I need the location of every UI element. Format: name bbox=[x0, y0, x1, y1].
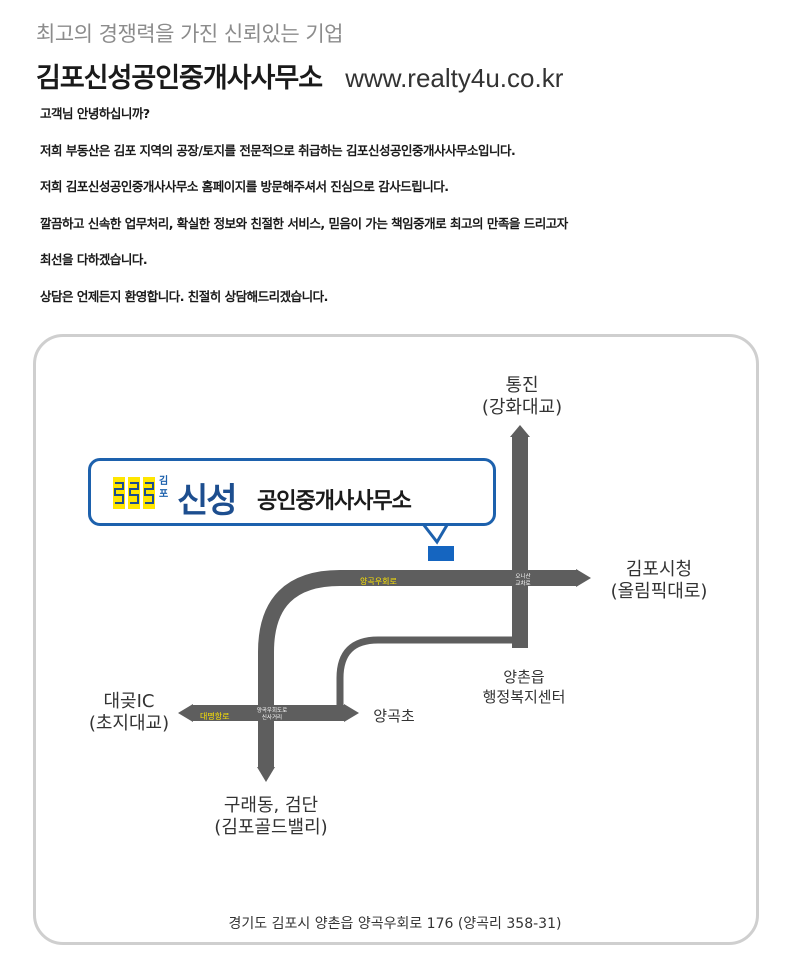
sign-brand-sub: 공인중개사사무소 bbox=[257, 489, 412, 514]
office-marker bbox=[428, 546, 454, 561]
intro-line: 깔끔하고 신속한 업무처리, 확실한 정보와 친절한 서비스, 믿음이 가는 책… bbox=[40, 215, 568, 231]
arrow-north bbox=[510, 425, 530, 437]
arrow-east-school bbox=[344, 704, 359, 722]
label-gurae-geomdan: 구래동, 검단 (김포골드밸리) bbox=[214, 795, 328, 838]
sign-small-name: 김포 bbox=[159, 476, 169, 500]
intro-line: 상담은 언제든지 환영합니다. 친절히 상담해드리겠습니다. bbox=[40, 288, 328, 304]
sign-box: 김포 신성 공인중개사사무소 bbox=[88, 458, 496, 526]
sign-brand: 신성 bbox=[177, 481, 238, 521]
label-gimpo-cityhall: 김포시청 (올림픽대로) bbox=[610, 559, 708, 602]
road-network bbox=[178, 425, 591, 782]
address: 경기도 김포시 양촌읍 양곡우회로 176 (양곡리 358-31) bbox=[228, 916, 562, 932]
company-name: 김포신성공인중개사사무소 bbox=[36, 63, 323, 94]
road-label-junction: 양곡우회도로 신사거리 bbox=[256, 708, 288, 721]
road-label-onisan: 오니산 교차로 bbox=[515, 574, 531, 587]
headline: 김포신성공인중개사사무소 www.realty4u.co.kr bbox=[36, 56, 563, 95]
intro-line: 고객님 안녕하십니까? bbox=[40, 106, 150, 121]
intro-line: 저희 김포신성공인중개사사무소 홈페이지를 방문해주셔서 진심으로 감사드립니다… bbox=[40, 179, 449, 194]
road-connector bbox=[336, 636, 520, 713]
road-label-daemyeong: 대명항로 bbox=[200, 712, 230, 721]
intro-line: 최선을 다하겠습니다. bbox=[40, 252, 148, 267]
tagline: 최고의 경쟁력을 가진 신뢰있는 기업 bbox=[36, 22, 344, 46]
intro-text: 고객님 안녕하십니까? 저희 부동산은 김포 지역의 공장/토지를 전문적으로 … bbox=[40, 106, 760, 325]
arrow-south bbox=[257, 767, 275, 782]
website-link[interactable]: www.realty4u.co.kr bbox=[345, 63, 564, 93]
logo-mark-icon bbox=[113, 477, 155, 509]
label-yanggok-school: 양곡초 bbox=[373, 707, 415, 725]
arrow-east bbox=[576, 569, 591, 587]
road-label-yanggok: 양곡우회로 bbox=[360, 577, 397, 586]
label-tongjin: 통진 (강화대교) bbox=[481, 375, 563, 418]
road-yanggok-bypass bbox=[258, 570, 578, 768]
label-yangchon-office: 양촌읍 행정복지센터 bbox=[482, 668, 566, 706]
intro-line: 저희 부동산은 김포 지역의 공장/토지를 전문적으로 취급하는 김포신성공인중… bbox=[40, 142, 516, 158]
arrow-west bbox=[178, 704, 193, 722]
label-daegot-ic: 대곶IC (초지대교) bbox=[88, 691, 170, 734]
location-map: 김포 신성 공인중개사사무소 통진 (강화대교) 김포시청 (올림픽대로) 대곶… bbox=[33, 334, 759, 945]
